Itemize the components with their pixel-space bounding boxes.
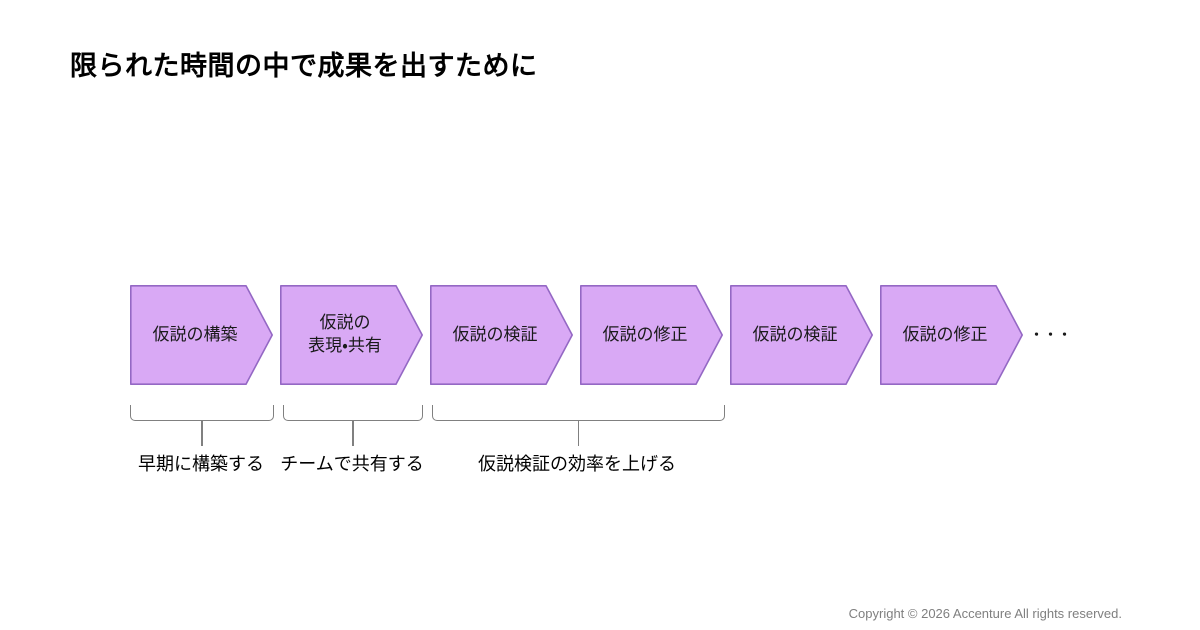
bracket-stem [201, 420, 203, 446]
flow-step-label: 仮説の検証 [452, 324, 538, 344]
flow-step-label: 仮説の修正 [602, 324, 688, 344]
flow-step-5: 仮説の検証 [730, 285, 873, 385]
flow-continues-ellipsis: ・・・ [1030, 327, 1073, 342]
chevron-shape-icon [280, 285, 423, 385]
chevron-shape-icon [130, 285, 273, 385]
flow-step-label: 仮説の修正 [902, 324, 988, 344]
group-bracket-3 [432, 405, 725, 446]
chevron-shape-icon [430, 285, 573, 385]
chevron-shape-icon [730, 285, 873, 385]
flow-step-label: 仮説の 表現・共有 [308, 313, 382, 355]
annotation-label-3: 仮説検証の効率を上げる [478, 454, 676, 474]
flow-step-1: 仮説の構築 [130, 285, 273, 385]
flow-step-4: 仮説の修正 [580, 285, 723, 385]
page-title: 限られた時間の中で成果を出すために [70, 51, 538, 81]
flow-step-3: 仮説の検証 [430, 285, 573, 385]
group-bracket-2 [283, 405, 423, 446]
flow-step-label: 仮説の構築 [152, 324, 238, 344]
group-bracket-1 [130, 405, 274, 446]
bracket-stem [352, 420, 354, 446]
flow-step-2: 仮説の 表現・共有 [280, 285, 423, 385]
chevron-shape-icon [580, 285, 723, 385]
annotation-label-2: チームで共有する [280, 454, 424, 474]
chevron-shape-icon [880, 285, 1023, 385]
copyright-notice: Copyright © 2026 Accenture All rights re… [848, 606, 1122, 621]
flow-step-label: 仮説の検証 [752, 324, 838, 344]
annotation-label-1: 早期に構築する [138, 454, 264, 474]
flow-step-6: 仮説の修正 [880, 285, 1023, 385]
bracket-stem [577, 420, 580, 446]
